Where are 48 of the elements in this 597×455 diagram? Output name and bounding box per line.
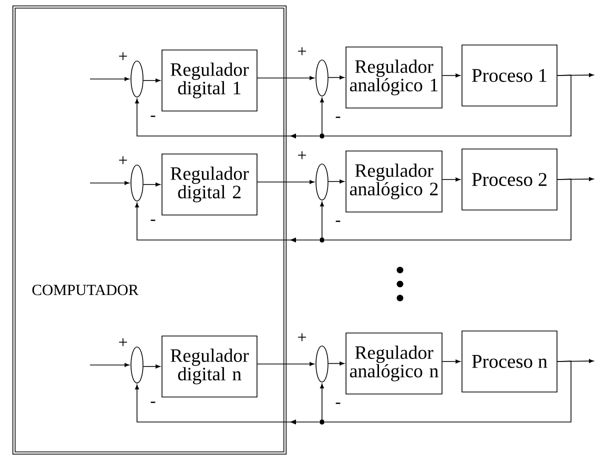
- arrow: [143, 182, 160, 186]
- summing-junction: [316, 164, 328, 200]
- sign-label: -: [336, 402, 340, 404]
- arrow: [328, 76, 344, 80]
- sign-label: -: [150, 402, 156, 403]
- arrow: [135, 98, 320, 138]
- summing-junction: [316, 60, 328, 96]
- sign-label: -: [150, 220, 156, 221]
- sign-label: +: [119, 52, 127, 60]
- arrow: [90, 181, 130, 185]
- arrow: [257, 76, 314, 80]
- sign-label: -: [336, 220, 340, 222]
- process-box: Proceso n: [462, 330, 558, 392]
- arrow: [90, 363, 130, 367]
- arrow: [135, 202, 320, 242]
- arrow: [143, 364, 160, 368]
- controller-box: Regulador digital n: [162, 336, 258, 398]
- arrow: [135, 384, 320, 424]
- arrow: [320, 98, 324, 136]
- arrow: [320, 384, 324, 422]
- controller-box: Regulador analógico n: [346, 332, 442, 394]
- summing-junction: [316, 346, 328, 382]
- controller-box: Regulador digital 1: [162, 50, 258, 112]
- sign-label: -: [336, 116, 340, 118]
- sign-label: -: [150, 116, 156, 117]
- arrow: [328, 362, 344, 366]
- arrow: [143, 78, 160, 82]
- controller-box: Regulador digital 2: [162, 154, 258, 216]
- controller-box: Regulador analógico 2: [346, 150, 442, 212]
- sign-label: +: [298, 47, 306, 56]
- summing-junction: [130, 60, 144, 98]
- sign-label: +: [298, 333, 306, 342]
- arrow: [442, 74, 460, 78]
- arrow: [257, 362, 314, 366]
- controller-box: Regulador analógico 1: [346, 46, 442, 108]
- arrow: [328, 180, 344, 184]
- sign-label: +: [119, 338, 127, 346]
- arrow: [320, 202, 324, 240]
- process-box: Proceso 2: [462, 148, 558, 210]
- summing-junction: [130, 164, 144, 202]
- arrow: [257, 180, 314, 184]
- arrow: [442, 360, 460, 364]
- arrow: [90, 77, 130, 81]
- sign-label: +: [119, 156, 127, 164]
- arrow: [442, 178, 460, 182]
- sign-label: +: [298, 151, 306, 160]
- summing-junction: [130, 346, 144, 384]
- process-box: Proceso 1: [462, 44, 558, 106]
